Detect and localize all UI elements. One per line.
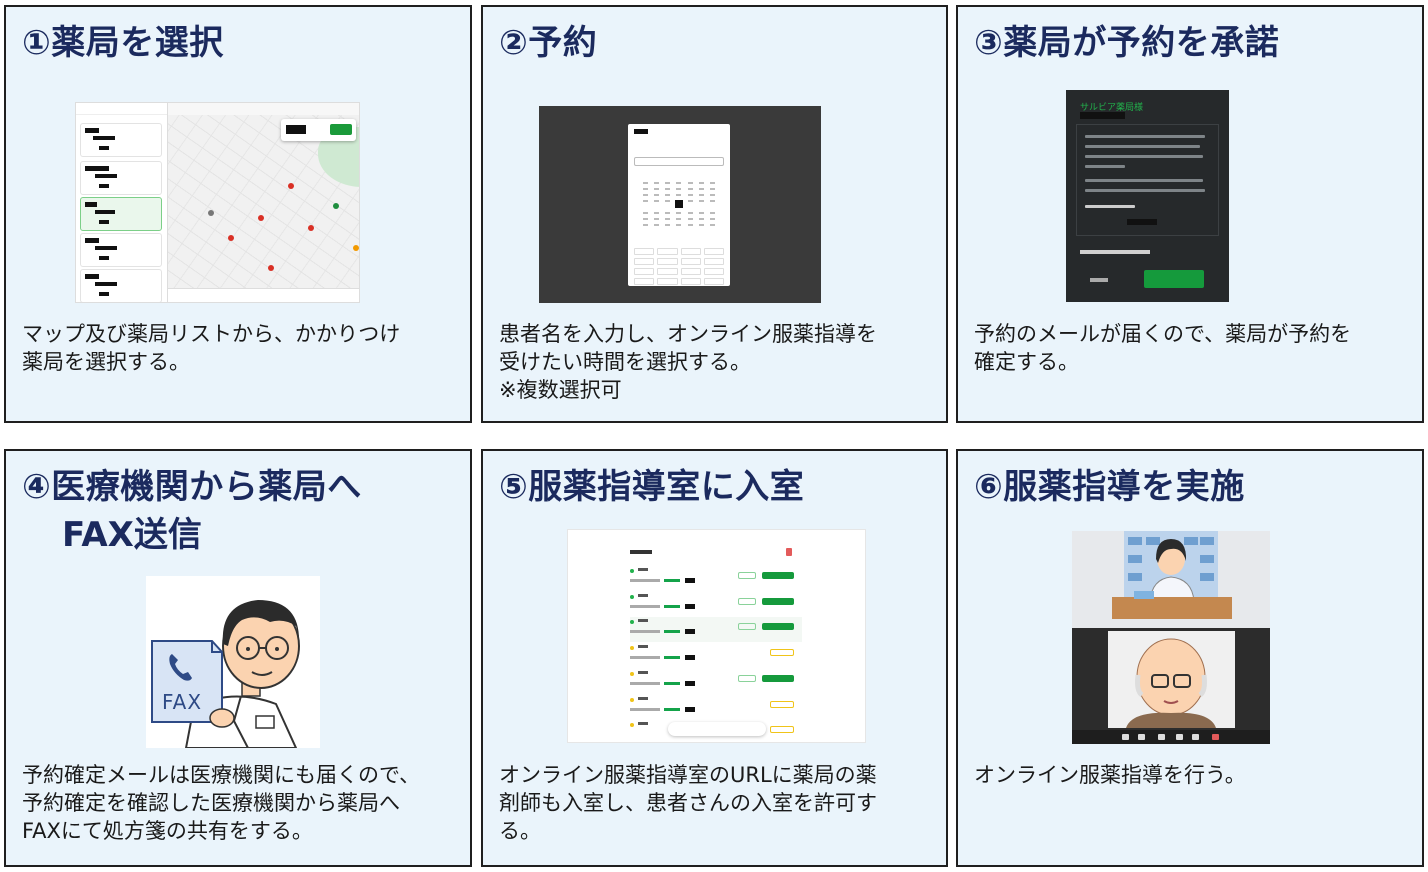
description-line: 受けたい時間を選択する。: [499, 350, 751, 374]
reservation-row: [630, 566, 802, 591]
map-area: [168, 115, 359, 288]
description-line: FAXにて処方箋の共有をする。: [22, 819, 313, 843]
reservation-row: [630, 617, 802, 642]
pharmacist-video: [1072, 531, 1270, 628]
participants-icon: [1192, 734, 1199, 740]
reservation-modal: [628, 124, 730, 286]
doctor-fax-illustration: FAX: [146, 576, 320, 748]
reservation-mail-screenshot: サルビア薬局様: [1066, 90, 1229, 302]
description-line: 確定する。: [974, 350, 1079, 374]
map-tab-bar: [168, 288, 359, 302]
map-pin-icon: [208, 210, 214, 216]
description-line: 予約確定を確認した医療機関から薬局へ: [22, 791, 400, 815]
calendar-grid: [640, 182, 718, 226]
map-pin-icon: [258, 215, 264, 221]
screen-share-icon: [1158, 734, 1165, 740]
patient-video: [1108, 631, 1235, 728]
description-line: オンライン服薬指導室のURLに薬局の薬: [499, 763, 877, 787]
description-line: 患者名を入力し、オンライン服薬指導を: [499, 322, 877, 346]
chat-icon: [1176, 734, 1183, 740]
mic-icon: [1138, 734, 1145, 740]
step-title: ③薬局が予約を承諾: [974, 23, 1280, 63]
reserve-button: [330, 124, 352, 135]
step-1-panel: ①薬局を選択 マップ及び薬局リストから: [4, 5, 472, 423]
reservation-row: [630, 669, 802, 694]
step-title: ④医療機関から薬局へ: [22, 467, 362, 507]
end-call-icon: [1212, 734, 1219, 740]
camera-icon: [1122, 734, 1129, 740]
reservation-row: [630, 695, 802, 720]
step-title-line-2: FAX送信: [62, 515, 202, 555]
map-pin-icon: [308, 225, 314, 231]
step-description: マップ及び薬局リストから、かかりつけ 薬局を選択する。: [22, 320, 400, 376]
description-line: オンライン服薬指導を行う。: [974, 763, 1246, 787]
step-description: オンライン服薬指導を行う。: [974, 761, 1246, 789]
pharmacy-popup: [281, 119, 356, 141]
pharmacy-card: [80, 269, 162, 302]
reservation-date: [1080, 250, 1150, 254]
step-5-panel: ⑤服薬指導室に入室 オンライン服薬指導室のURLに薬局の薬 剤師も入室し、患者さ…: [481, 449, 948, 867]
step-4-panel: ④医療機関から薬局へ FAX送信: [4, 449, 472, 867]
call-controls: [1072, 730, 1270, 744]
description-line: 予約のメールが届くので、薬局が予約を: [974, 322, 1352, 346]
step-description: 予約のメールが届くので、薬局が予約を 確定する。: [974, 320, 1351, 376]
step-title: ①薬局を選択: [22, 23, 224, 63]
reservation-screenshot: [539, 106, 821, 303]
pharmacy-card: [80, 123, 162, 157]
description-line: マップ及び薬局リストから、かかりつけ: [22, 322, 401, 346]
patient-name-field: [634, 157, 724, 166]
map-pin-icon: [333, 203, 339, 209]
fax-label: FAX: [162, 690, 203, 714]
reservation-row: [630, 643, 802, 668]
description-line: ※複数選択可: [499, 378, 622, 402]
confirm-reservation-button: [1144, 270, 1204, 288]
description-line: る。: [499, 819, 541, 843]
map-pin-icon: [268, 265, 274, 271]
pharmacy-card: [80, 233, 162, 267]
step-3-panel: ③薬局が予約を承諾 サルビア薬局様 予約のメールが届くので、薬局が予約を 確定す…: [956, 5, 1424, 423]
step-description: オンライン服薬指導室のURLに薬局の薬 剤師も入室し、患者さんの入室を許可す る…: [499, 761, 877, 845]
description-line: 薬局を選択する。: [22, 350, 190, 374]
fax-document-icon: [151, 640, 223, 723]
step-2-panel: ②予約 患者名を入力し、オンライン服薬指導を 受けたい時間を選択: [481, 5, 948, 423]
step-title: ②予約: [499, 23, 598, 63]
mail-sender: サルビア薬局様: [1080, 103, 1144, 113]
pharmacy-list: [76, 103, 168, 302]
phone-icon: [169, 654, 192, 681]
step-description: 患者名を入力し、オンライン服薬指導を 受けたい時間を選択する。 ※複数選択可: [499, 320, 877, 404]
video-call-screenshot: [1072, 531, 1270, 744]
bottom-tab-bar: [668, 722, 766, 736]
description-line: 予約確定メールは医療機関にも届くので、: [22, 763, 421, 787]
mail-body: [1076, 124, 1219, 236]
reservation-row: [630, 592, 802, 617]
reservation-row: [630, 720, 802, 742]
time-slot-grid: [634, 248, 724, 285]
map-pin-icon: [353, 245, 359, 251]
map-pin-icon: [288, 183, 294, 189]
pharmacy-card: [80, 161, 162, 195]
step-title: ⑤服薬指導室に入室: [499, 467, 805, 507]
reservation-time: [1090, 278, 1108, 282]
reservation-list-screenshot: [567, 529, 866, 743]
pharmacy-card-selected: [80, 197, 162, 231]
pharmacy-map-screenshot: [75, 102, 360, 303]
description-line: 剤師も入室し、患者さんの入室を許可す: [499, 791, 877, 815]
step-description: 予約確定メールは医療機関にも届くので、 予約確定を確認した医療機関から薬局へ F…: [22, 761, 420, 845]
step-6-panel: ⑥服薬指導を実施: [956, 449, 1424, 867]
step-title: ⑥服薬指導を実施: [974, 467, 1245, 507]
pharmacy-list-header: [76, 103, 167, 115]
map-pin-icon: [228, 235, 234, 241]
